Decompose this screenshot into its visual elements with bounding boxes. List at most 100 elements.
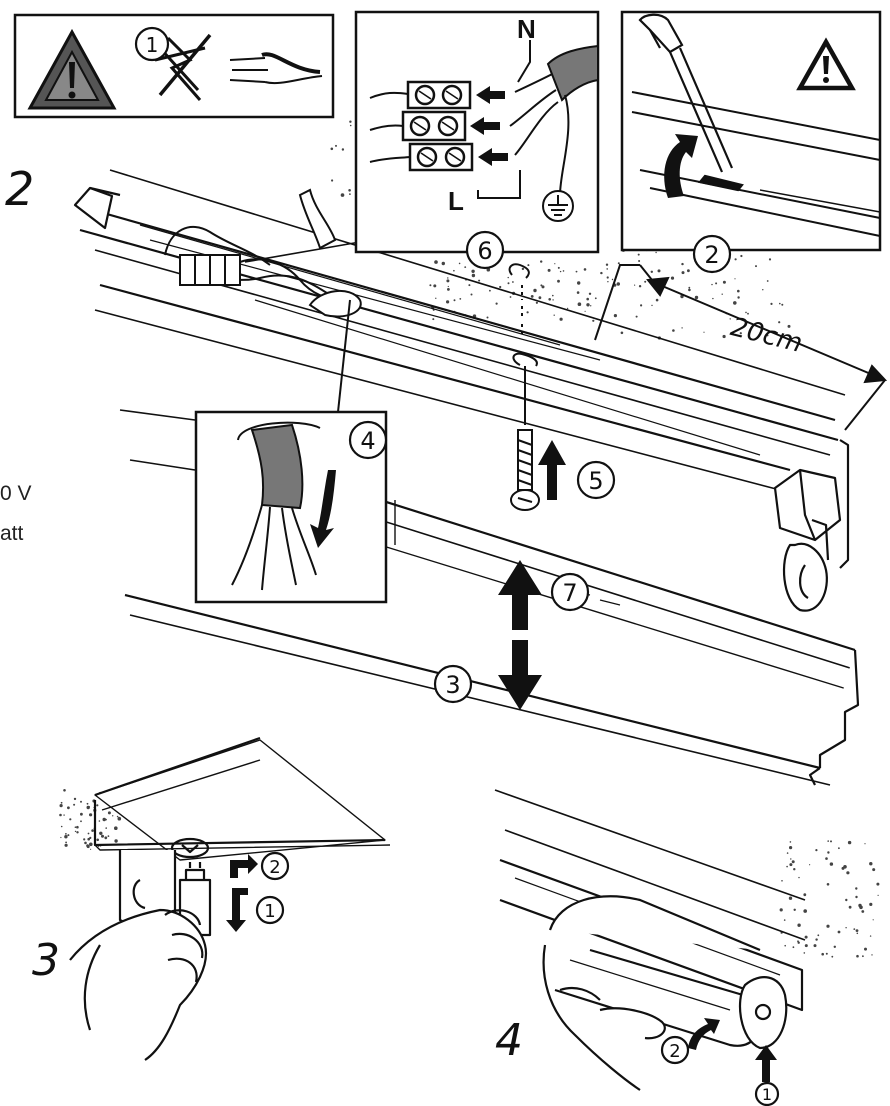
callout-1-circle <box>134 26 170 62</box>
stipple-dot <box>869 862 873 866</box>
stipple-dot <box>817 934 820 937</box>
stipple-dot <box>737 296 740 299</box>
stipple-dot <box>557 279 560 283</box>
stipple-dot <box>91 829 94 832</box>
stipple-dot <box>745 311 747 314</box>
stipple-dot <box>640 304 643 307</box>
callout-4-circle <box>348 420 388 460</box>
stipple-dot <box>634 284 636 286</box>
stipple-dot <box>655 251 657 254</box>
stipple-dot <box>530 295 534 298</box>
stipple-dot <box>711 283 713 286</box>
warning-triangle-icon <box>796 37 856 91</box>
stipple-dot <box>80 812 83 816</box>
stipple-dot <box>80 800 82 803</box>
stipple-dot <box>548 298 551 301</box>
stipple-dot <box>441 261 445 266</box>
stipple-dot <box>96 804 99 807</box>
stipple-dot <box>86 802 89 805</box>
starter-sub-step-2: 2 <box>269 857 280 878</box>
stipple-dot <box>864 843 866 845</box>
loose-wires <box>229 52 323 85</box>
tube-sub-step-2: 2 <box>669 1041 680 1062</box>
side-text-voltage: 0 V <box>0 482 32 505</box>
callout-6-circle <box>465 230 505 270</box>
stipple-dot <box>847 840 852 845</box>
stipple-dot <box>67 806 70 810</box>
stipple-dot <box>779 908 783 912</box>
callout-5: 5 <box>588 467 603 495</box>
stipple-dot <box>784 944 786 947</box>
stipple-dot <box>76 825 79 829</box>
stipple-dot <box>737 289 740 293</box>
stipple-dot <box>471 269 475 273</box>
stipple-dot <box>86 844 89 848</box>
stipple-dot <box>63 789 66 792</box>
stipple-dot <box>432 318 435 321</box>
stipple-dot <box>864 947 867 951</box>
stipple-dot <box>734 278 736 280</box>
stipple-dot <box>869 902 873 907</box>
stipple-dot <box>781 880 783 882</box>
stipple-dot <box>105 827 107 829</box>
stipple-dot <box>861 910 865 913</box>
screwdriver <box>638 13 744 192</box>
cable-leader <box>337 299 351 413</box>
stipple-dot <box>495 302 498 305</box>
stipple-dot <box>855 895 858 899</box>
stipple-dot <box>453 269 455 272</box>
stipple-dot <box>798 876 800 879</box>
stipple-dot <box>715 282 718 285</box>
stipple-dot <box>335 144 337 147</box>
stipple-dot <box>526 311 529 314</box>
stipple-dot <box>703 331 705 333</box>
sub-starter-2-circle <box>260 851 290 881</box>
stipple-dot <box>766 334 769 337</box>
stipple-dot <box>876 882 880 886</box>
stipple-dot <box>787 324 791 328</box>
stipple-dot <box>554 263 556 265</box>
neutral-leader <box>517 40 531 83</box>
stipple-dot <box>781 303 784 306</box>
stipple-dot <box>486 316 489 319</box>
stipple-dot <box>552 294 554 297</box>
stipple-dot <box>826 924 830 928</box>
stipple-dot <box>688 286 691 289</box>
stipple-dot <box>804 944 808 948</box>
stipple-dot <box>69 818 72 821</box>
stipple-dot <box>638 285 642 288</box>
stipple-dot <box>349 124 352 127</box>
stipple-dot <box>729 318 731 320</box>
stipple-dot <box>76 831 79 834</box>
sub-tube-1-circle <box>754 1081 780 1106</box>
callout-3: 3 <box>445 671 460 699</box>
stipple-dot <box>117 816 122 821</box>
stipple-dot <box>512 281 514 283</box>
stipple-dot <box>825 952 828 955</box>
stipple-dot <box>588 292 592 295</box>
callout-1: 1 <box>146 33 159 57</box>
stipple-dot <box>827 840 829 842</box>
stipple-dot <box>433 284 437 288</box>
stipple-dot <box>611 278 614 281</box>
stipple-dot <box>786 865 788 868</box>
stipple-dot <box>562 270 565 272</box>
stipple-dot <box>489 289 491 292</box>
stipple-dot <box>64 835 68 839</box>
stipple-dot <box>712 297 714 300</box>
stipple-dot <box>778 321 781 324</box>
stipple-dot <box>434 260 438 264</box>
stipple-dot <box>584 310 586 312</box>
supply-cable <box>369 44 599 196</box>
stipple-dot <box>607 281 609 283</box>
starter-sub-arrows <box>226 854 258 932</box>
fixture-cover <box>119 409 860 786</box>
stipple-dot <box>507 276 509 279</box>
cable-entry <box>231 421 321 591</box>
stipple-dot <box>650 270 653 273</box>
stipple-dot <box>788 896 793 900</box>
stipple-dot <box>655 298 659 302</box>
stipple-dot <box>651 304 653 307</box>
stipple-dot <box>635 315 638 318</box>
